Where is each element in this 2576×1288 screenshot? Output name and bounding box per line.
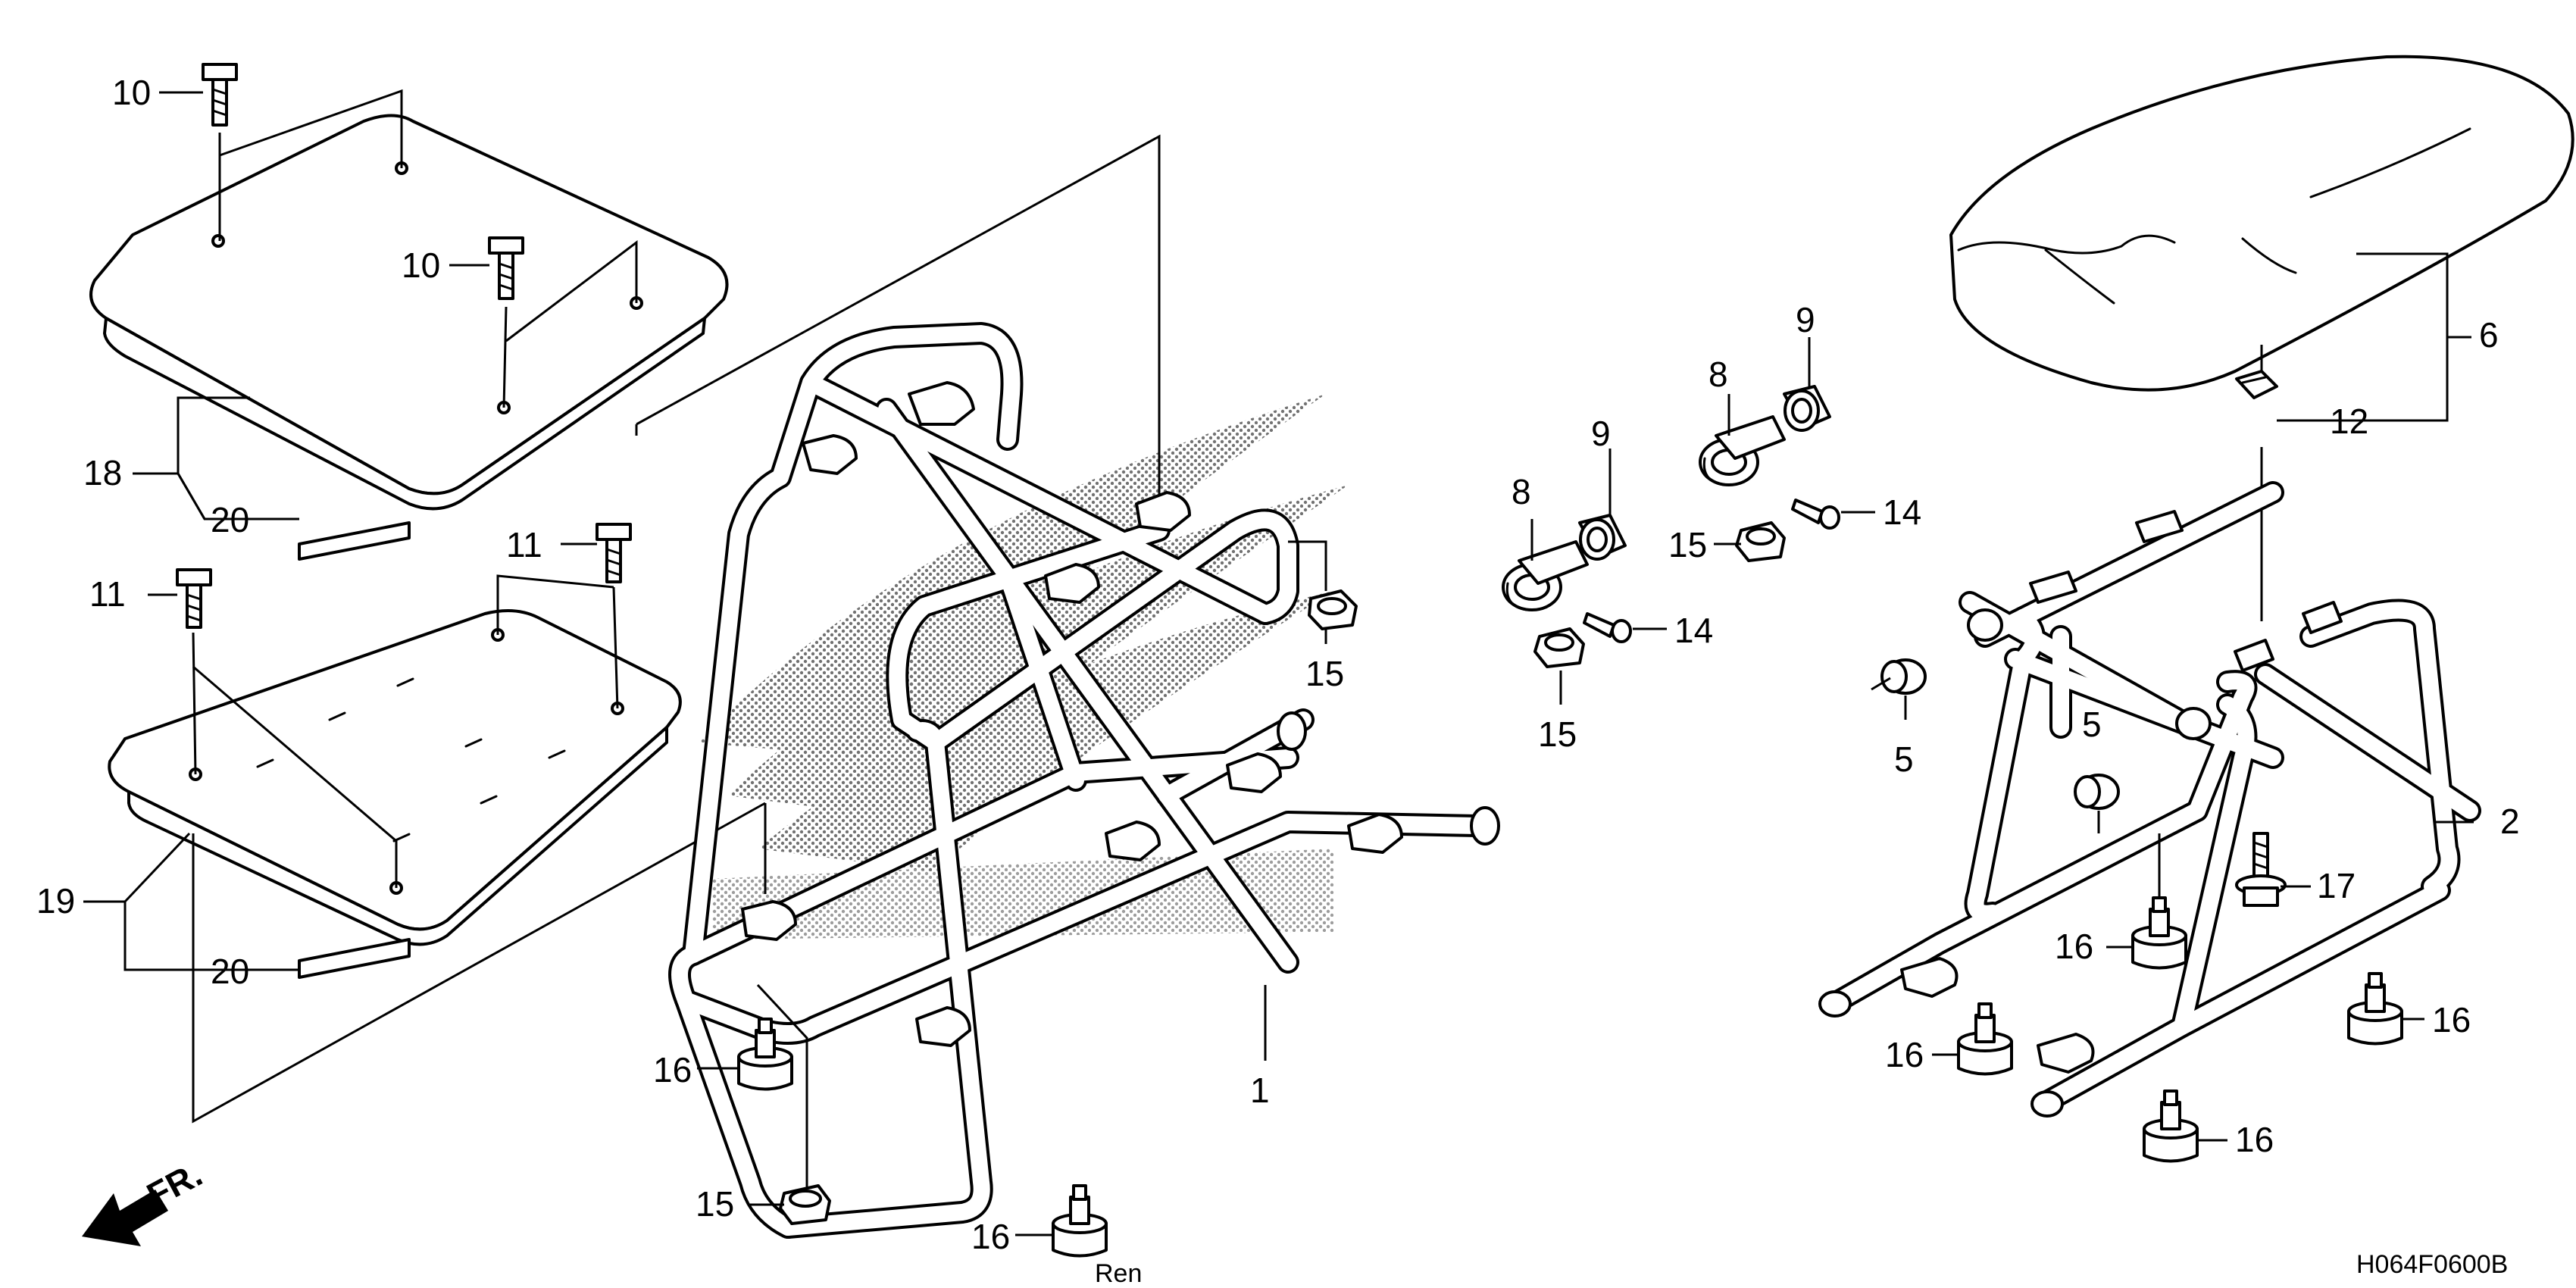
- bolt-11-a: [176, 568, 212, 629]
- callout-18: 18: [83, 453, 122, 492]
- callout-20: 20: [211, 952, 249, 991]
- collar-9-b: [1783, 385, 1831, 432]
- carrier-frame-1: [668, 322, 1500, 1239]
- callout-16: 16: [2235, 1120, 2274, 1159]
- damper-16-d: [1957, 1002, 2013, 1076]
- sticker-20-upper: [298, 521, 411, 561]
- callout-14: 14: [1674, 611, 1713, 650]
- callout-9: 9: [1591, 414, 1611, 453]
- callout-16: 16: [2055, 927, 2093, 966]
- callout-15: 15: [696, 1184, 734, 1224]
- leaders-frame-1: [697, 540, 1327, 1236]
- callout-15: 15: [1668, 525, 1707, 564]
- clip-12: [2235, 370, 2278, 399]
- callout-15: 15: [1305, 654, 1344, 693]
- clamp-8-b: [1699, 415, 1786, 486]
- callout-11: 11: [506, 525, 542, 564]
- callout-20: 20: [211, 500, 249, 539]
- callout-8: 8: [1708, 355, 1728, 394]
- screw-14-a: [1791, 499, 1840, 530]
- callout-numbers: 10 10 18 20 11 11 19 20 16 15 16 1 15 8 …: [36, 73, 2520, 1256]
- callout-16: 16: [971, 1217, 1010, 1256]
- plate-18: [89, 114, 729, 511]
- callout-8: 8: [1512, 472, 1531, 511]
- callout-16: 16: [1885, 1035, 1924, 1074]
- nut-15-c: [1735, 521, 1786, 562]
- nut-15-d: [1533, 627, 1585, 668]
- cap-5-a: [1880, 658, 1927, 695]
- callout-1: 1: [1250, 1071, 1270, 1110]
- callout-9: 9: [1796, 300, 1815, 339]
- bolt-10-b: [488, 236, 524, 300]
- callout-10: 10: [112, 73, 151, 112]
- bolt-17: [2235, 832, 2287, 907]
- callout-11: 11: [89, 574, 126, 614]
- leaders-right: [1871, 677, 2474, 1142]
- damper-16-f: [2143, 1089, 2199, 1163]
- callout-12: 12: [2330, 402, 2368, 441]
- clamp-8-a: [1502, 540, 1589, 611]
- damper-16-c: [2131, 896, 2187, 970]
- damper-16-e: [2347, 972, 2403, 1046]
- callout-14: 14: [1883, 492, 1921, 532]
- bolt-10-a: [202, 63, 238, 127]
- callout-2: 2: [2500, 802, 2520, 841]
- sticker-20-lower: [298, 938, 411, 979]
- callout-5: 5: [2082, 705, 2102, 744]
- figure-code: H064F0600B: [2356, 1250, 2508, 1279]
- callout-10: 10: [402, 245, 440, 285]
- callout-17: 17: [2317, 866, 2356, 905]
- collar-9-a: [1578, 514, 1627, 561]
- callout-16: 16: [2432, 1000, 2471, 1039]
- seat-frame-2: [1818, 481, 2481, 1118]
- bolt-11-b: [596, 523, 632, 583]
- cap-5-b: [2074, 774, 2120, 810]
- brand-wing-watermark: [697, 394, 1349, 939]
- seat-6: [1949, 55, 2574, 392]
- leaders-middle: [1530, 337, 1875, 705]
- callout-16: 16: [653, 1050, 692, 1089]
- leaders-left: [83, 89, 1161, 1124]
- partial-text: Ren: [1095, 1259, 1142, 1288]
- nut-15-b: [779, 1184, 831, 1225]
- damper-16-b: [1052, 1184, 1108, 1258]
- callout-15: 15: [1538, 714, 1577, 754]
- screw-14-b: [1583, 612, 1632, 643]
- callout-19: 19: [36, 881, 75, 921]
- leaders-seat: [2260, 252, 2471, 621]
- front-direction-arrow: FR.: [82, 1154, 208, 1246]
- damper-16-a: [737, 1018, 793, 1091]
- nut-15-a: [1308, 589, 1358, 630]
- callout-5: 5: [1894, 739, 1914, 779]
- callout-6: 6: [2479, 315, 2499, 355]
- plate-19: [108, 609, 682, 946]
